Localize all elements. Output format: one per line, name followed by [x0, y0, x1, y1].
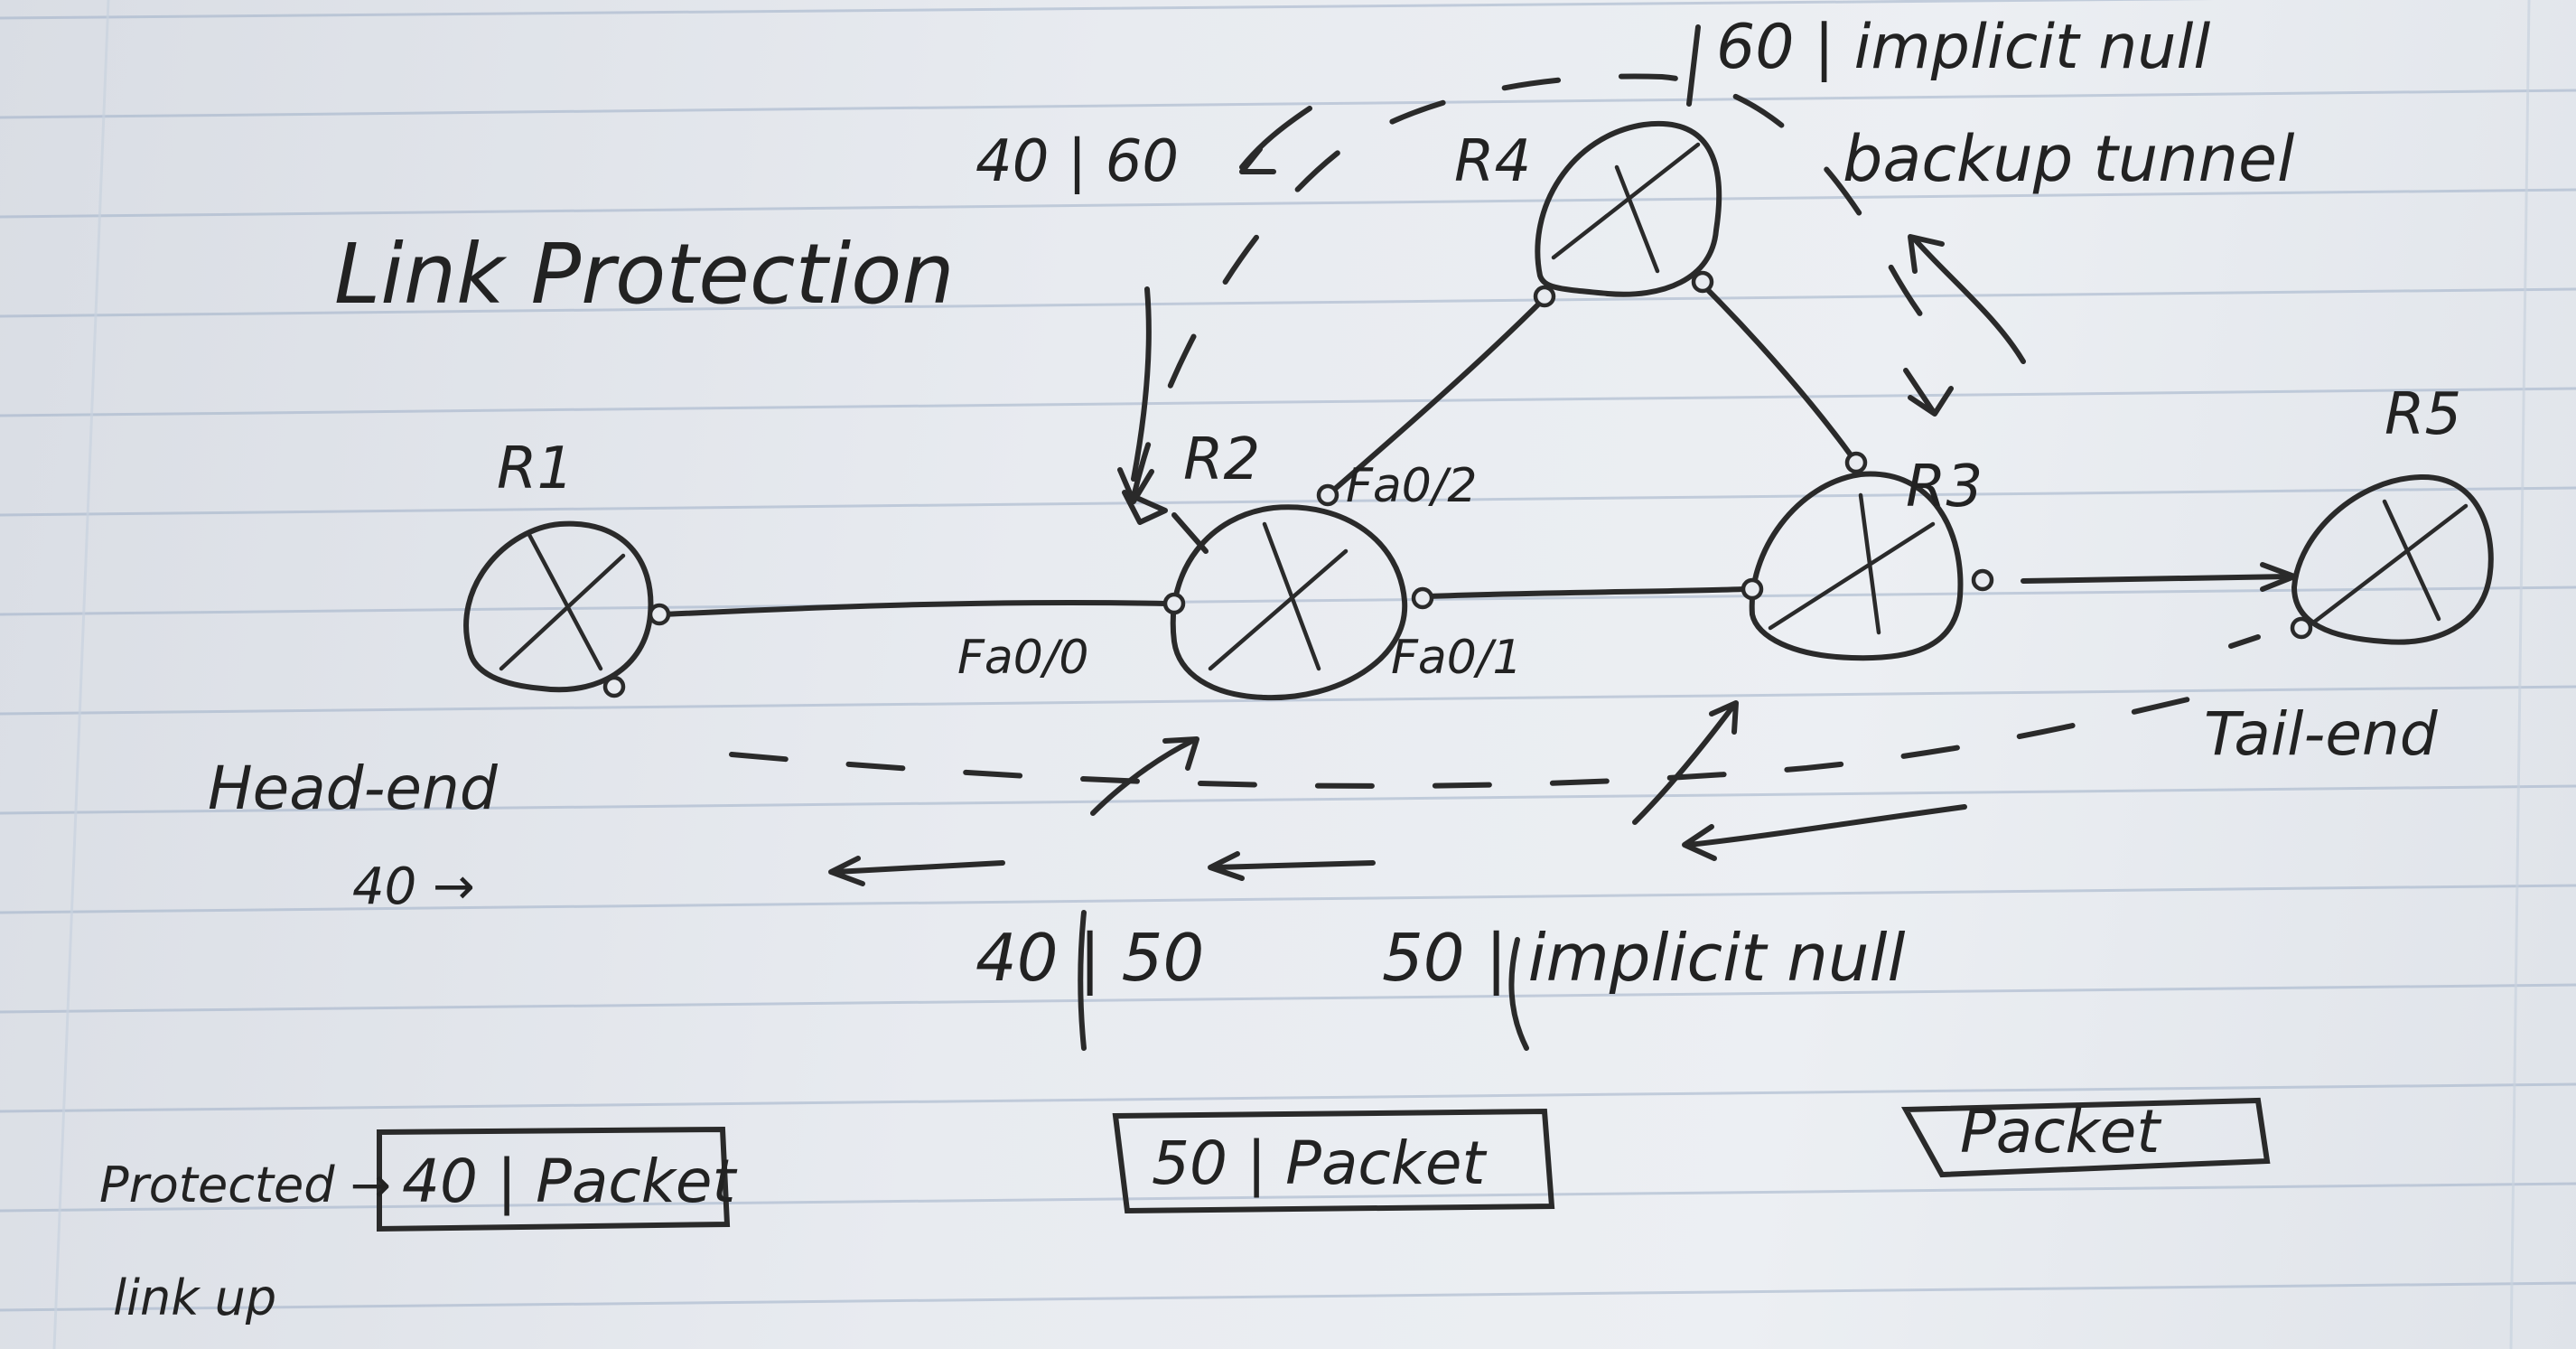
link-r3-r5	[2021, 574, 2292, 584]
packet-boxes	[377, 1097, 2271, 1232]
packet-box-3	[1900, 1097, 2271, 1178]
link-up-note: link up	[113, 1269, 276, 1326]
link-r2-r3	[1424, 586, 1746, 599]
router-r4-label: R4	[1454, 128, 1531, 195]
tail-end-label: Tail-end	[2204, 699, 2439, 769]
packet-2-label: 50 | Packet	[1152, 1129, 1488, 1198]
router-r3	[1749, 471, 1964, 661]
router-r3-label: R3	[1906, 454, 1983, 520]
label-60-implicit-null: 60 | implicit null	[1716, 12, 2210, 83]
packet-1-label: 40 | Packet	[402, 1147, 738, 1216]
label-50-implicit-null: 50 | implicit null	[1382, 920, 1905, 997]
link-r1-r2	[661, 599, 1168, 617]
port-fa0-1-label: Fa0/1	[1391, 631, 1522, 685]
label-40-out: 40 →	[352, 857, 475, 916]
packet-box-1	[377, 1126, 731, 1232]
protected-note: Protected →	[99, 1157, 391, 1213]
router-r4	[1535, 120, 1722, 297]
backup-tunnel-label: backup tunnel	[1843, 122, 2295, 196]
router-r1	[463, 520, 654, 693]
label-40-60: 40 | 60	[975, 128, 1179, 195]
port-fa0-0-label: Fa0/0	[957, 631, 1088, 685]
diagram-title: Link Protection	[334, 226, 955, 323]
links	[661, 282, 2297, 617]
routers	[463, 120, 2494, 701]
lsp-path	[729, 634, 2261, 825]
label-40-50: 40 | 50	[975, 920, 1204, 997]
router-r5	[2291, 473, 2494, 645]
labels: Link Protection R1 R2 R3 R4 R5 Fa0/0 Fa0…	[99, 12, 2461, 1326]
head-end-label: Head-end	[208, 754, 499, 823]
backup-tunnel-path	[1117, 73, 1931, 554]
packet-3-label: Packet	[1960, 1097, 2161, 1166]
packet-box-2	[1112, 1108, 1555, 1214]
router-r1-label: R1	[497, 436, 574, 502]
ports	[602, 270, 2313, 698]
router-r5-label: R5	[2385, 381, 2461, 448]
link-r2-r4	[1325, 295, 1547, 498]
router-r2	[1170, 504, 1408, 701]
label-arrows	[828, 24, 1967, 1051]
backup-tunnel-arrows	[1903, 234, 2026, 417]
router-r2-label: R2	[1183, 426, 1260, 493]
link-r4-r3	[1700, 282, 1854, 459]
port-fa0-2-label: Fa0/2	[1346, 459, 1477, 513]
